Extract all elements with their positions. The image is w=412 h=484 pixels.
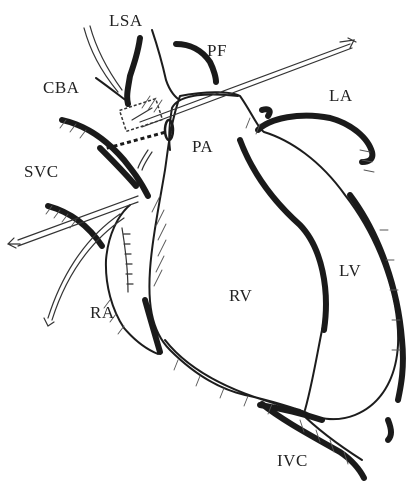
cannula-svc-2 xyxy=(18,202,138,246)
small-cannula xyxy=(138,150,152,170)
cannula-aortic xyxy=(140,44,350,122)
label-ivc: IVC xyxy=(277,451,308,470)
label-svc: SVC xyxy=(24,162,59,181)
left-atrium-cap xyxy=(262,109,270,116)
label-rv: RV xyxy=(229,286,252,305)
label-ra: RA xyxy=(90,303,115,322)
cannula-lsa-2 xyxy=(90,26,122,90)
interventricular-groove xyxy=(238,140,326,410)
lv-lateral-lower xyxy=(388,420,391,440)
ra-appendage-border xyxy=(145,300,160,352)
left-atrium-border xyxy=(258,116,372,162)
lsa-vessel-2 xyxy=(152,30,180,100)
ra-suture xyxy=(122,228,133,292)
label-lv: LV xyxy=(339,261,361,280)
dotted-connection xyxy=(100,132,166,150)
heart-outline xyxy=(149,92,398,419)
label-pa: PA xyxy=(192,137,213,156)
septal-thick-line xyxy=(240,140,326,330)
rv-lower-border xyxy=(165,340,300,410)
label-lsa: LSA xyxy=(109,11,143,30)
cba-vessel xyxy=(96,78,128,102)
label-cba: CBA xyxy=(43,78,80,97)
label-pf: PF xyxy=(207,41,227,60)
lsa-vessel xyxy=(127,38,140,104)
label-la: LA xyxy=(329,86,353,105)
